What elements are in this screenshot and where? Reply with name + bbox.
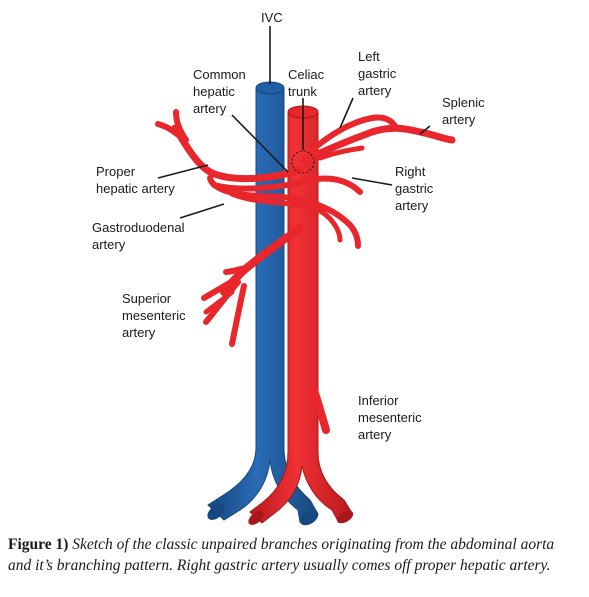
celiac-branches	[155, 109, 456, 249]
leader-proper-hepatic	[157, 164, 209, 179]
common-hepatic-artery-vessel	[171, 124, 304, 182]
right-gastric-artery-vessel	[211, 175, 363, 195]
superior-mesenteric-artery-vessel	[201, 224, 304, 347]
leader-splenic	[419, 125, 431, 135]
leader-left-gastric	[339, 97, 354, 129]
gastroduodenal-artery-vessel	[207, 175, 361, 249]
caption-text: Sketch of the classic unpaired branches …	[8, 536, 555, 574]
label-proper-hepatic-artery: Proper hepatic artery	[96, 164, 175, 196]
caption-prefix: Figure 1)	[8, 536, 69, 553]
short-gastric-branch	[317, 145, 365, 161]
gastric-loop	[229, 191, 343, 243]
label-left-gastric-artery: Left gastric artery	[358, 49, 397, 98]
left-gastric-artery-vessel	[309, 114, 399, 153]
leader-gastroduodenal	[179, 203, 225, 219]
aorta-vessel	[248, 105, 354, 525]
leader-common-hepatic	[231, 114, 289, 173]
label-celiac-trunk: Celiac trunk	[288, 67, 325, 99]
label-common-hepatic-artery: Common hepatic artery	[193, 67, 246, 116]
hepatic-artery-branch-b	[173, 109, 189, 143]
leader-lines	[157, 26, 431, 219]
label-inferior-mesenteric-artery: Inferior mesenteric artery	[358, 393, 422, 442]
label-right-gastric-artery: Right gastric artery	[395, 164, 434, 213]
label-splenic-artery: Splenic artery	[442, 95, 485, 127]
inferior-mesenteric-artery-vessel	[310, 386, 330, 434]
celiac-trunk-marker	[291, 150, 315, 174]
figure-caption: Figure 1) Sketch of the classic unpaired…	[8, 534, 580, 576]
label-ivc: IVC	[261, 10, 283, 25]
label-gastroduodenal-artery: Gastroduodenal artery	[92, 220, 185, 252]
leader-right-gastric	[351, 177, 393, 186]
hepatic-artery-branch-a	[155, 121, 185, 141]
label-superior-mesenteric-artery: Superior mesenteric artery	[122, 291, 186, 340]
